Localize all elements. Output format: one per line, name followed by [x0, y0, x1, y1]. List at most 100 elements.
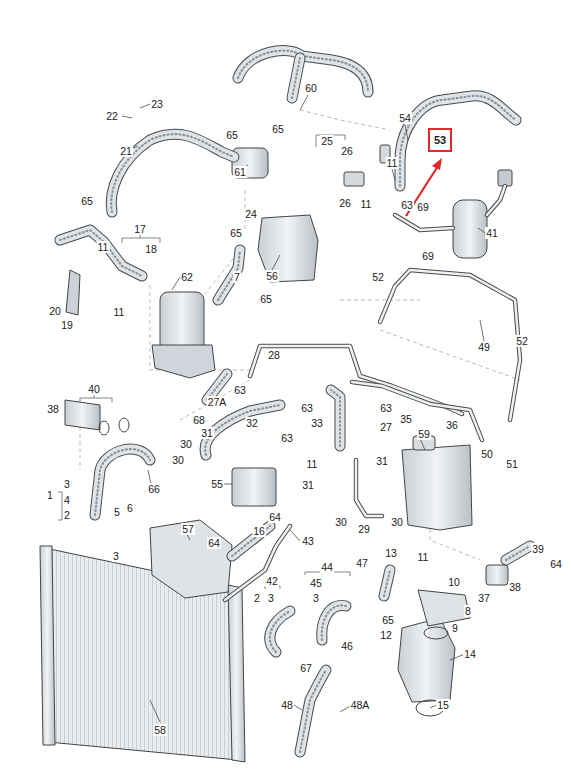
- callout-number: 65: [381, 614, 395, 626]
- callout-number: 64: [549, 558, 563, 570]
- hose-line: [506, 546, 530, 560]
- callout-number: 64: [207, 537, 221, 549]
- hose-line: [300, 670, 326, 752]
- callout-number: 42: [265, 575, 279, 587]
- callout-number: 11: [360, 198, 373, 210]
- callout-number: 56: [265, 270, 279, 282]
- hose-line: [380, 270, 520, 420]
- hose-line: [400, 96, 516, 186]
- callout-number: 12: [379, 629, 393, 641]
- callout-number: 28: [267, 349, 281, 361]
- callout-number: 36: [445, 419, 459, 431]
- callout-number: 21: [119, 145, 133, 157]
- callout-number: 11: [386, 157, 399, 169]
- highlight-box: 53: [428, 128, 452, 152]
- hose-line: [218, 250, 240, 300]
- callout-number: 65: [271, 123, 285, 135]
- hose-line: [356, 460, 382, 516]
- hose-line: [322, 605, 346, 640]
- callout-number: 24: [244, 208, 258, 220]
- callout-number: 8: [464, 605, 472, 617]
- hose-line: [292, 58, 300, 98]
- callout-number: 11: [306, 458, 319, 470]
- callout-number: 64: [268, 511, 282, 523]
- callout-number: 38: [46, 403, 60, 415]
- hose-line: [384, 570, 390, 596]
- callout-number: 31: [301, 479, 315, 491]
- callout-number: 26: [338, 197, 352, 209]
- callout-number: 25: [320, 135, 334, 147]
- hose-line: [331, 390, 340, 446]
- hose-line: [322, 605, 346, 640]
- callout-number: 69: [421, 250, 435, 262]
- hose-line: [111, 134, 234, 212]
- hose-line: [218, 250, 240, 300]
- callout-number: 60: [304, 82, 318, 94]
- callout-number: 50: [480, 448, 494, 460]
- hose-line: [352, 382, 482, 440]
- callout-number: 19: [60, 319, 74, 331]
- hose-line: [395, 215, 453, 230]
- callout-number: 58: [153, 724, 167, 736]
- callout-number: 27: [379, 421, 393, 433]
- callout-number: 67: [299, 662, 313, 674]
- hose-line: [205, 405, 280, 455]
- callout-number: 44: [320, 561, 334, 573]
- callout-number: 39: [531, 543, 545, 555]
- hose-line: [395, 215, 453, 230]
- hose-line: [205, 405, 280, 455]
- callout-number: 55: [210, 478, 224, 490]
- callout-number: 65: [225, 129, 239, 141]
- hose-line: [232, 526, 270, 556]
- hose-line: [205, 405, 280, 455]
- hose-line: [232, 526, 270, 556]
- hose-line: [270, 611, 290, 652]
- callout-number: 11: [113, 306, 126, 318]
- callout-number: 65: [80, 195, 94, 207]
- hose-line: [506, 546, 530, 560]
- callout-number: 10: [447, 576, 461, 588]
- callout-number: 62: [180, 271, 194, 283]
- hose-line: [60, 230, 142, 276]
- callout-number: 43: [301, 535, 315, 547]
- callout-number: 13: [384, 547, 398, 559]
- callout-number: 32: [245, 417, 259, 429]
- hose-line: [292, 58, 300, 98]
- callout-number: 63: [280, 432, 294, 444]
- callout-number: 53: [434, 134, 446, 146]
- callout-number: 3: [267, 592, 275, 604]
- callout-number: 63: [379, 402, 393, 414]
- hose-line: [356, 460, 382, 516]
- callout-number: 48: [280, 699, 294, 711]
- callout-number: 52: [371, 271, 385, 283]
- callout-number: 54: [398, 112, 412, 124]
- callout-number: 63: [233, 384, 247, 396]
- hose-line: [95, 449, 150, 515]
- callout-number: 33: [310, 417, 324, 429]
- callout-number: 69: [416, 201, 430, 213]
- callout-number: 51: [505, 458, 519, 470]
- callout-number: 9: [451, 622, 459, 634]
- hose-line: [487, 186, 505, 215]
- callout-number: 16: [252, 525, 266, 537]
- callout-number: 2: [63, 509, 71, 521]
- hose-line: [225, 526, 290, 600]
- hose-line: [60, 230, 142, 276]
- callout-number: 22: [105, 110, 119, 122]
- callout-number: 26: [340, 145, 354, 157]
- callout-number: 31: [200, 427, 214, 439]
- callout-number: 30: [390, 516, 404, 528]
- callout-number: 5: [113, 506, 121, 518]
- callout-number: 45: [309, 577, 323, 589]
- hose-line: [111, 134, 234, 212]
- callout-number: 20: [48, 305, 62, 317]
- callout-number: 17: [133, 223, 147, 235]
- callout-number: 7: [233, 271, 241, 283]
- callout-number: 3: [312, 592, 320, 604]
- callout-number: 49: [477, 341, 491, 353]
- hose-line: [300, 670, 326, 752]
- hose-line: [292, 58, 300, 98]
- callout-number: 57: [181, 523, 195, 535]
- hose-line: [270, 611, 290, 652]
